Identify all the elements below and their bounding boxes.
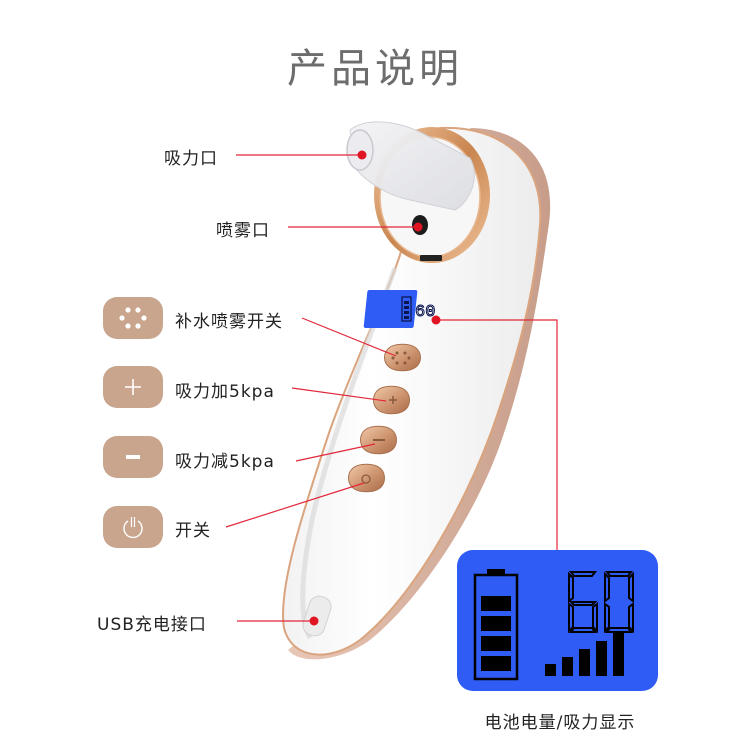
- spray-switch-icon-button: [103, 297, 163, 339]
- lcd-caption: 电池电量/吸力显示: [484, 713, 636, 733]
- device-button-minus: [360, 425, 397, 455]
- label-suction-port: 吸力口: [164, 149, 218, 169]
- power-icon: [123, 517, 143, 539]
- usb-port: [302, 595, 332, 637]
- device-lcd: 60: [363, 290, 436, 328]
- spray-dots-icon: [119, 307, 147, 329]
- label-suction-minus: 吸力减5kpa: [175, 452, 275, 472]
- lcd-display-enlarged: [457, 550, 658, 691]
- suction-minus-icon-button: [103, 436, 163, 478]
- svg-text:60: 60: [415, 303, 435, 322]
- label-usb-port: USB充电接口: [97, 615, 207, 635]
- device-button-power: [348, 463, 385, 493]
- minus-icon: [126, 455, 140, 459]
- suction-plus-icon-button: [103, 366, 163, 408]
- label-spray-port: 喷雾口: [216, 221, 270, 241]
- label-spray-switch: 补水喷雾开关: [175, 312, 283, 332]
- suction-nozzle: [349, 121, 475, 211]
- label-power: 开关: [175, 521, 211, 541]
- suction-level-bars: [545, 633, 624, 676]
- device-button-plus: [373, 385, 410, 415]
- battery-icon: [473, 569, 519, 681]
- leader-lines: [225, 154, 558, 622]
- device-button-spray: [384, 343, 421, 372]
- page-title: 产品说明: [287, 46, 463, 92]
- label-suction-plus: 吸力加5kpa: [175, 382, 275, 402]
- power-icon-button: [103, 506, 163, 548]
- plus-icon: [125, 379, 141, 395]
- seven-segment-digits: [568, 571, 634, 634]
